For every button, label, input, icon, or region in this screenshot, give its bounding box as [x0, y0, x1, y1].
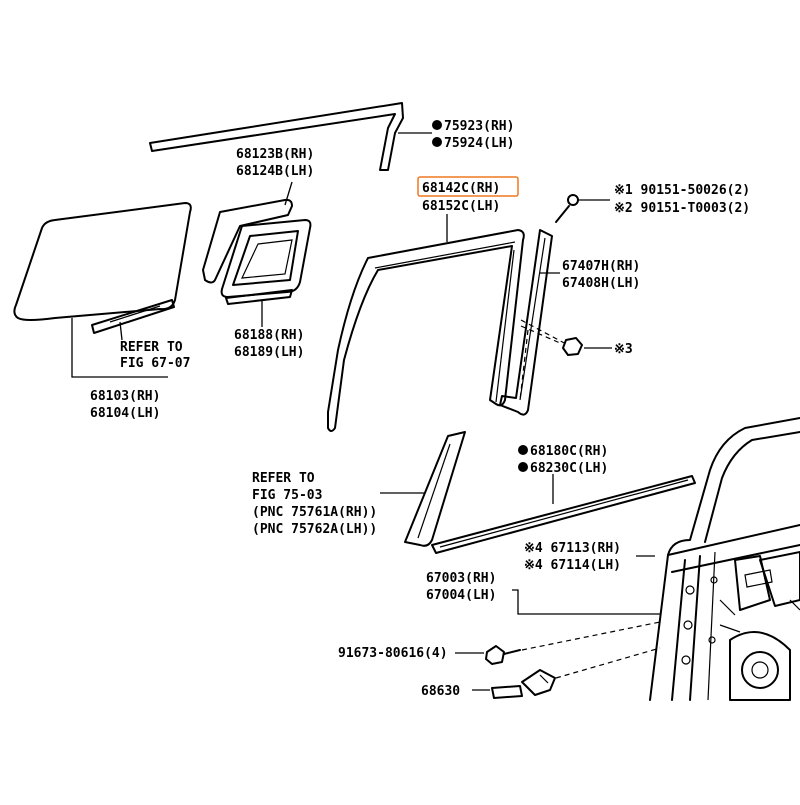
label-screw1: ※1 90151-50026(2)	[614, 183, 750, 198]
dashed-line-bolt	[521, 621, 661, 651]
label-67003: 67003(RH)	[426, 571, 496, 586]
leader-refer1	[119, 321, 123, 341]
label-68180c: 68180C(RH)	[530, 444, 608, 459]
glass-run-channel-part	[327, 229, 525, 432]
label-68230c: 68230C(LH)	[530, 461, 608, 476]
label-67407h: 67407H(RH)	[562, 259, 640, 274]
dashed-line-nut	[520, 319, 569, 346]
bullet-68180c	[518, 445, 528, 455]
quarter-glass-part	[202, 198, 293, 284]
bullet-68230c	[518, 462, 528, 472]
leader-67003	[512, 589, 660, 615]
label-bolt: 91673-80616(4)	[338, 646, 448, 661]
label-75924: 75924(LH)	[444, 136, 514, 151]
bullet-75923	[432, 120, 442, 130]
door-glass-part	[13, 202, 192, 334]
roof-moulding-part	[149, 102, 404, 171]
leader-68123b	[284, 181, 293, 206]
label-67114: ※4 67114(LH)	[524, 558, 621, 573]
door-panel-part	[649, 417, 800, 701]
highlight-box-68142c	[417, 176, 519, 197]
label-68142c: 68142C(RH)	[422, 181, 500, 196]
label-nut3: ※3	[614, 342, 633, 357]
bolt-icon	[485, 645, 521, 665]
dashed-line-channel-lower	[519, 329, 529, 401]
label-68123b: 68123B(RH)	[236, 147, 314, 162]
label-refer1-line2: FIG 67-07	[120, 356, 190, 371]
division-bar-part	[499, 229, 553, 416]
label-68630: 68630	[421, 684, 460, 699]
bullet-75924	[432, 137, 442, 147]
label-68188: 68188(RH)	[234, 328, 304, 343]
label-refer2-line3: (PNC 75761A(RH))	[252, 505, 377, 520]
label-68124b: 68124B(LH)	[236, 164, 314, 179]
screw-icon	[555, 194, 579, 223]
label-67004: 67004(LH)	[426, 588, 496, 603]
label-68104: 68104(LH)	[90, 406, 160, 421]
label-refer2-line4: (PNC 75762A(LH))	[252, 522, 377, 537]
label-68152c: 68152C(LH)	[422, 199, 500, 214]
nut-icon	[562, 337, 583, 356]
door-check-part	[491, 669, 556, 699]
label-68189: 68189(LH)	[234, 345, 304, 360]
door-garnish-part	[404, 431, 466, 547]
label-67408h: 67408H(LH)	[562, 276, 640, 291]
label-68103: 68103(RH)	[90, 389, 160, 404]
label-75923: 75923(RH)	[444, 119, 514, 134]
dashed-line-check	[555, 647, 661, 679]
label-67113: ※4 67113(RH)	[524, 541, 621, 556]
label-refer2-line2: FIG 75-03	[252, 488, 322, 503]
label-screw2: ※2 90151-T0003(2)	[614, 201, 750, 216]
label-refer2-line1: REFER TO	[252, 471, 315, 486]
belt-moulding-part	[431, 475, 696, 554]
quarter-frame-part	[220, 219, 312, 305]
leader-68103	[71, 318, 168, 378]
label-refer1-line1: REFER TO	[120, 340, 183, 355]
